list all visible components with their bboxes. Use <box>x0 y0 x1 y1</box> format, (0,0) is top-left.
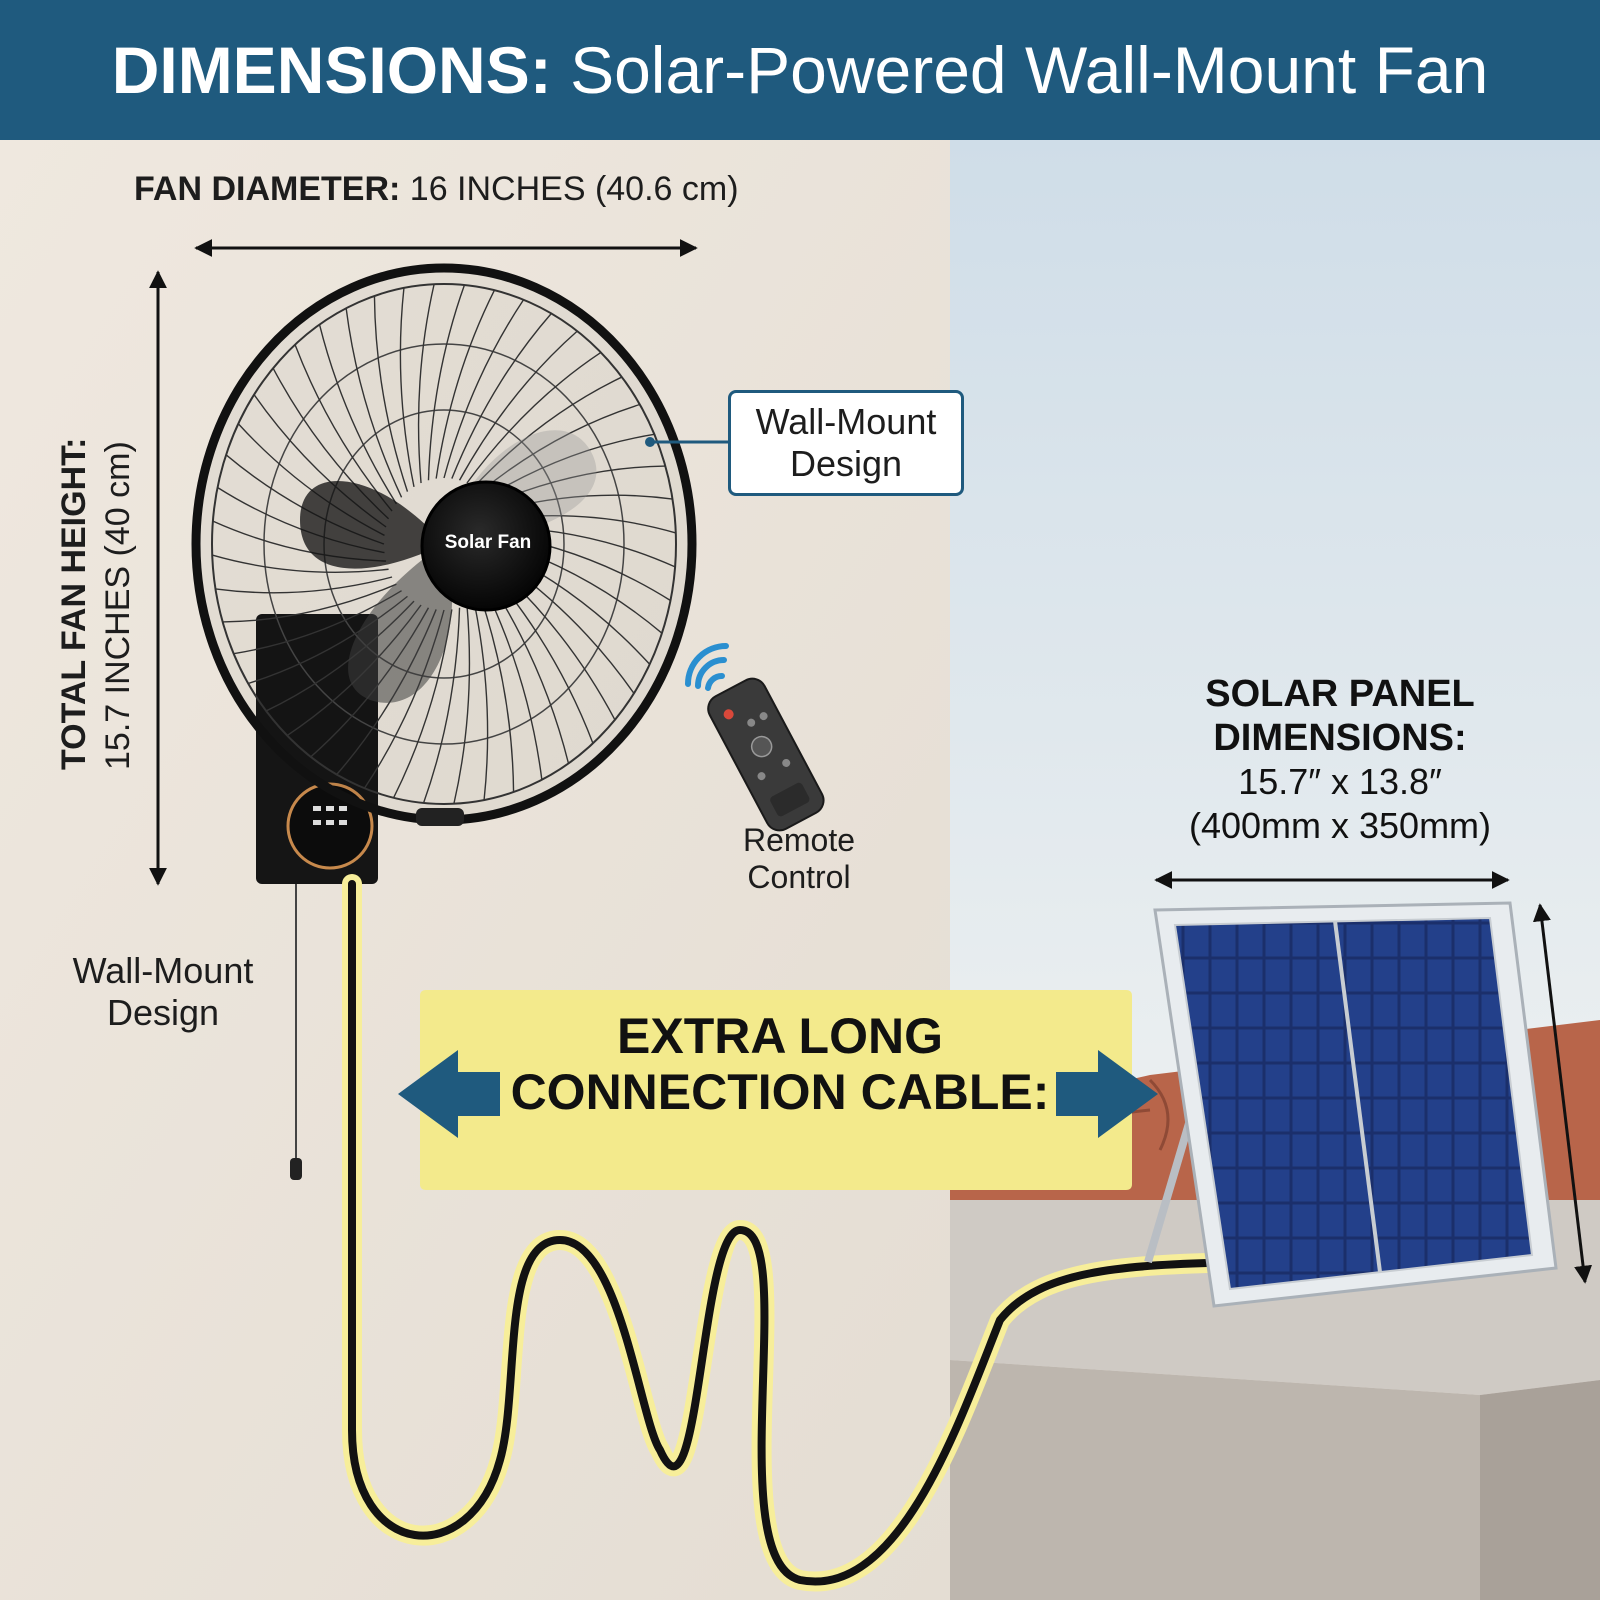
pull-cord-handle <box>290 1158 302 1180</box>
fan-logo: Solar Fan <box>444 532 532 553</box>
cable-banner-line1: EXTRA LONG <box>617 1008 943 1064</box>
fan-diameter-title: FAN DIAMETER: <box>134 170 401 208</box>
solar-panel-size-inches: 15.7″ x 13.8″ <box>1238 761 1442 802</box>
remote-label-line1: Remote <box>742 822 856 858</box>
wall-mount-label-line1: Wall-Mount <box>72 950 254 991</box>
connection-cable <box>348 880 1244 1586</box>
guard-spoke <box>473 376 623 488</box>
guard-spoke <box>480 403 640 493</box>
guard-spoke <box>473 601 489 801</box>
guard-spoke <box>451 313 552 479</box>
wall-mount-label-line2: Design <box>106 992 220 1033</box>
fan-height-value: 15.7 INCHES (40 cm) <box>99 441 137 770</box>
wifi-signal-icon <box>685 643 729 691</box>
guard-spoke <box>212 554 389 573</box>
wall-mount-callout: Wall-Mount Design <box>728 390 964 496</box>
guard-spoke <box>417 284 435 484</box>
guard-spoke <box>435 289 496 479</box>
guard-spoke <box>485 590 543 780</box>
wall-mount-label: Wall-Mount Design <box>56 950 270 1034</box>
cable-banner-line2: CONNECTION CABLE: <box>510 1064 1050 1120</box>
solar-panel-dimensions: SOLAR PANEL DIMENSIONS: 15.7″ x 13.8″ (4… <box>1150 672 1530 848</box>
fan-diameter-value: 16 INCHES (40.6 cm) <box>409 170 739 208</box>
solar-panel-cells <box>1173 916 1534 1291</box>
panel-stand <box>1144 1118 1194 1264</box>
fan-base-knobs <box>416 808 464 826</box>
page-title: DIMENSIONS: Solar-Powered Wall-Mount Fan <box>0 0 1600 140</box>
wall-mount-callout-line2: Design <box>789 443 903 484</box>
remote-control-label: Remote Control <box>714 822 884 896</box>
guard-spoke <box>458 330 578 481</box>
solar-panel-title-line2: DIMENSIONS: <box>1213 717 1467 759</box>
page-title-bold: DIMENSIONS: <box>111 33 552 107</box>
guard-spoke <box>427 284 466 481</box>
page-title-rest: Solar-Powered Wall-Mount Fan <box>570 33 1489 107</box>
panel-height-arrow <box>1532 903 1593 1284</box>
fan-diameter-label: FAN DIAMETER: 16 INCHES (40.6 cm) <box>134 170 739 209</box>
header-bar <box>0 0 1600 140</box>
guard-spoke <box>345 308 403 498</box>
guard-spoke <box>422 607 461 804</box>
guard-spoke <box>453 604 471 804</box>
wall-mount-callout-line1: Wall-Mount <box>755 401 937 442</box>
solar-panel-size-mm: (400mm x 350mm) <box>1188 805 1492 846</box>
guard-spoke <box>466 351 602 484</box>
guard-spoke <box>479 596 515 793</box>
fan-hub <box>420 480 552 612</box>
fan-height-title: TOTAL FAN HEIGHT: <box>55 437 93 770</box>
guard-spoke <box>215 576 393 594</box>
remote-label-line2: Control <box>747 859 851 895</box>
guard-spoke <box>373 295 409 492</box>
solar-panel-title-line1: SOLAR PANEL <box>1205 673 1475 715</box>
guard-spoke <box>443 299 525 479</box>
remote-control <box>707 677 825 832</box>
cable-arrow-left-icon <box>398 1050 500 1138</box>
ledge-face <box>950 1360 1480 1600</box>
guard-spoke <box>318 324 397 505</box>
guard-spoke <box>399 287 415 487</box>
guard-spoke <box>222 583 397 623</box>
fan-height-label: TOTAL FAN HEIGHT: 15.7 INCHES (40 cm) <box>52 438 140 770</box>
cable-banner-background <box>420 990 1132 1190</box>
cable-arrow-right-icon <box>1056 1050 1158 1138</box>
cable-banner-text: EXTRA LONG CONNECTION CABLE: <box>500 1008 1060 1120</box>
